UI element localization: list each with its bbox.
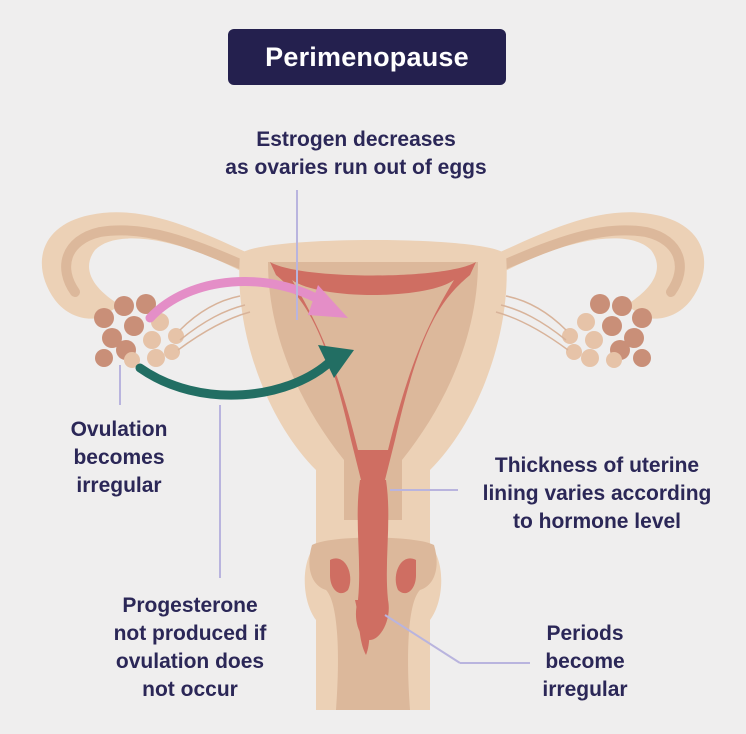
progesterone-label: Progesterone not produced if ovulation d… bbox=[113, 594, 267, 701]
right-fallopian-tube bbox=[456, 212, 705, 319]
estrogen-arrow-icon bbox=[145, 277, 348, 323]
ovulation-label: Ovulation becomes irregular bbox=[70, 418, 168, 497]
periods-label: Periods become irregular bbox=[542, 622, 628, 701]
progesterone-arrow-icon bbox=[135, 345, 354, 400]
left-fallopian-tube bbox=[41, 212, 290, 319]
thickness-label: Thickness of uterine lining varies accor… bbox=[482, 454, 712, 533]
right-ovary-icon bbox=[495, 294, 652, 368]
page-title: Perimenopause bbox=[265, 41, 469, 72]
left-ovary-icon bbox=[94, 294, 251, 368]
leader-lines bbox=[119, 190, 530, 664]
title-badge: Perimenopause bbox=[228, 29, 506, 85]
estrogen-label: Estrogen decreases as ovaries run out of… bbox=[225, 128, 487, 179]
